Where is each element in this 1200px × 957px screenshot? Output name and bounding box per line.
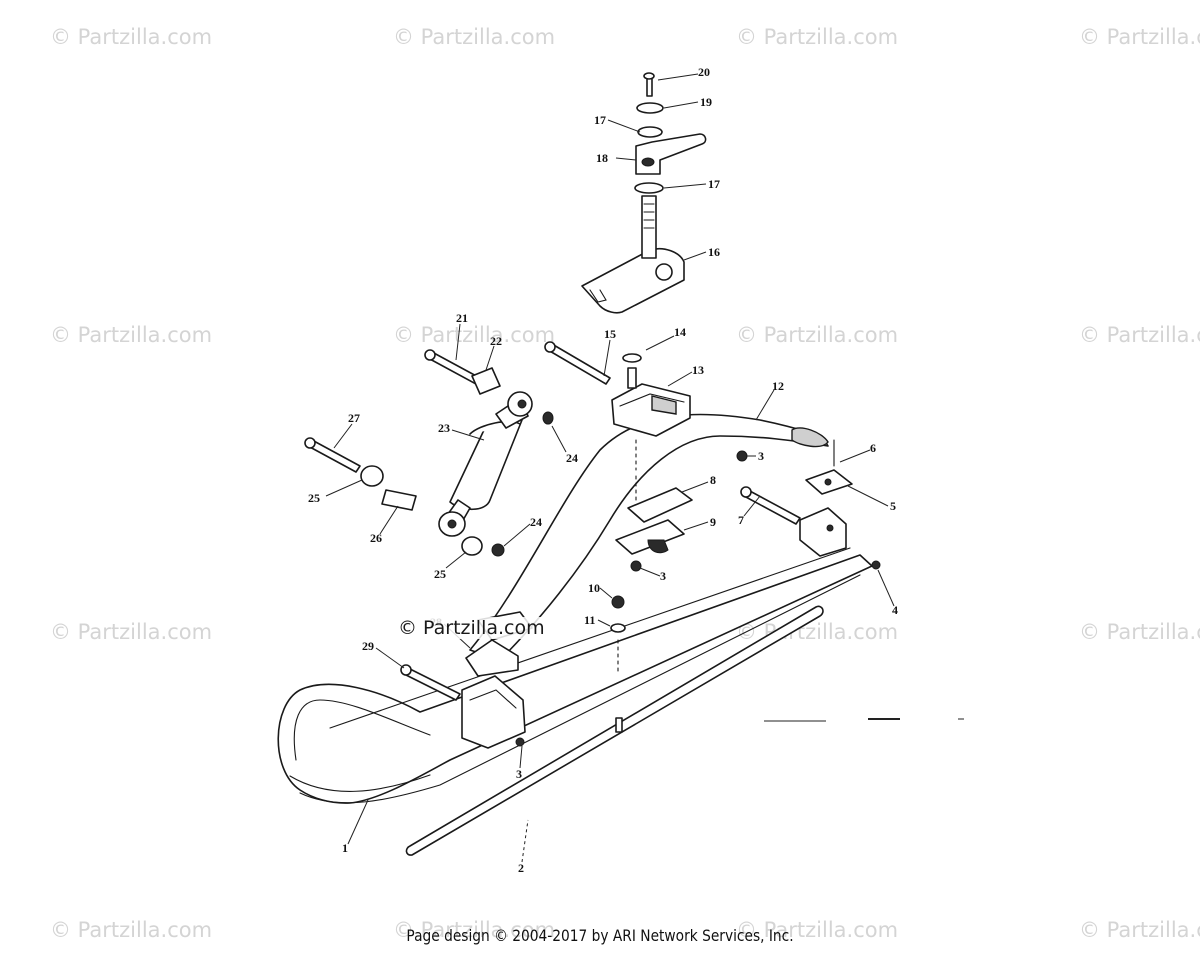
page-footer: Page design © 2004-2017 by ARI Network S… (406, 926, 794, 945)
watermark: © Partzilla.com (50, 918, 213, 942)
callout-11: 11 (584, 613, 595, 627)
callout-18: 18 (596, 151, 608, 165)
watermark: © Partzilla.com (1079, 323, 1200, 347)
callout-26: 26 (370, 531, 382, 545)
rear-ski-bracket (799, 507, 881, 570)
watermark: © Partzilla.com (1079, 25, 1200, 49)
saddle-plates (615, 487, 693, 572)
watermark: © Partzilla.com (736, 918, 899, 942)
shock-absorber (438, 391, 554, 537)
shock-hardware (304, 349, 505, 557)
callout-25-lower: 25 (434, 567, 446, 581)
callout-6: 6 (870, 441, 876, 455)
callout-12: 12 (772, 379, 784, 393)
front-ski-bracket (461, 675, 526, 749)
callout-25-left: 25 (308, 491, 320, 505)
clamp-plate (805, 439, 853, 495)
callout-2: 2 (518, 861, 524, 875)
watermark: © Partzilla.com (1079, 918, 1200, 942)
watermark: © Partzilla.com (50, 25, 213, 49)
watermark: © Partzilla.com (50, 323, 213, 347)
callout-22: 22 (490, 334, 502, 348)
bolt-29 (400, 664, 461, 701)
callout-3-middle: 3 (660, 569, 666, 583)
callout-29: 29 (362, 639, 374, 653)
watermark: © Partzilla.com (1079, 620, 1200, 644)
callout-27: 27 (348, 411, 360, 425)
callout-24-upper: 24 (566, 451, 578, 465)
callout-8: 8 (710, 473, 716, 487)
leader-lines (325, 73, 964, 863)
watermark: © Partzilla.com (50, 620, 213, 644)
callout-21: 21 (456, 311, 468, 325)
callout-23: 23 (438, 421, 450, 435)
callout-16: 16 (708, 245, 720, 259)
wear-bar (405, 605, 824, 856)
callout-10: 10 (588, 581, 600, 595)
watermark: © Partzilla.com (393, 323, 556, 347)
bolt-7 (740, 486, 801, 525)
callout-3-lower: 3 (516, 767, 522, 781)
bolt-15 (544, 341, 611, 385)
callout-17-upper: 17 (594, 113, 606, 127)
callout-20: 20 (698, 65, 710, 79)
callout-19: 19 (700, 95, 712, 109)
watermark: © Partzilla.com (393, 918, 556, 942)
callout-14: 14 (674, 325, 686, 339)
callout-17-lower: 17 (708, 177, 720, 191)
callout-24-lower: 24 (530, 515, 542, 529)
watermark: © Partzilla.com (736, 25, 899, 49)
callout-labels: 20 19 17 18 17 16 21 22 15 14 13 12 27 2… (308, 65, 898, 875)
spindle-assembly (581, 72, 707, 314)
callout-1: 1 (342, 841, 348, 855)
callout-15: 15 (604, 327, 616, 341)
ski (277, 547, 873, 804)
watermark: © Partzilla.com (736, 323, 899, 347)
callout-7: 7 (738, 513, 744, 527)
callout-9: 9 (710, 515, 716, 529)
spring-mount (611, 353, 691, 437)
small-hardware (610, 439, 748, 733)
callout-13: 13 (692, 363, 704, 377)
callout-4: 4 (892, 603, 898, 617)
callout-5: 5 (890, 499, 896, 513)
center-watermark: © Partzilla.com (395, 617, 548, 639)
watermark: © Partzilla.com (393, 25, 556, 49)
callout-3-upper: 3 (758, 449, 764, 463)
